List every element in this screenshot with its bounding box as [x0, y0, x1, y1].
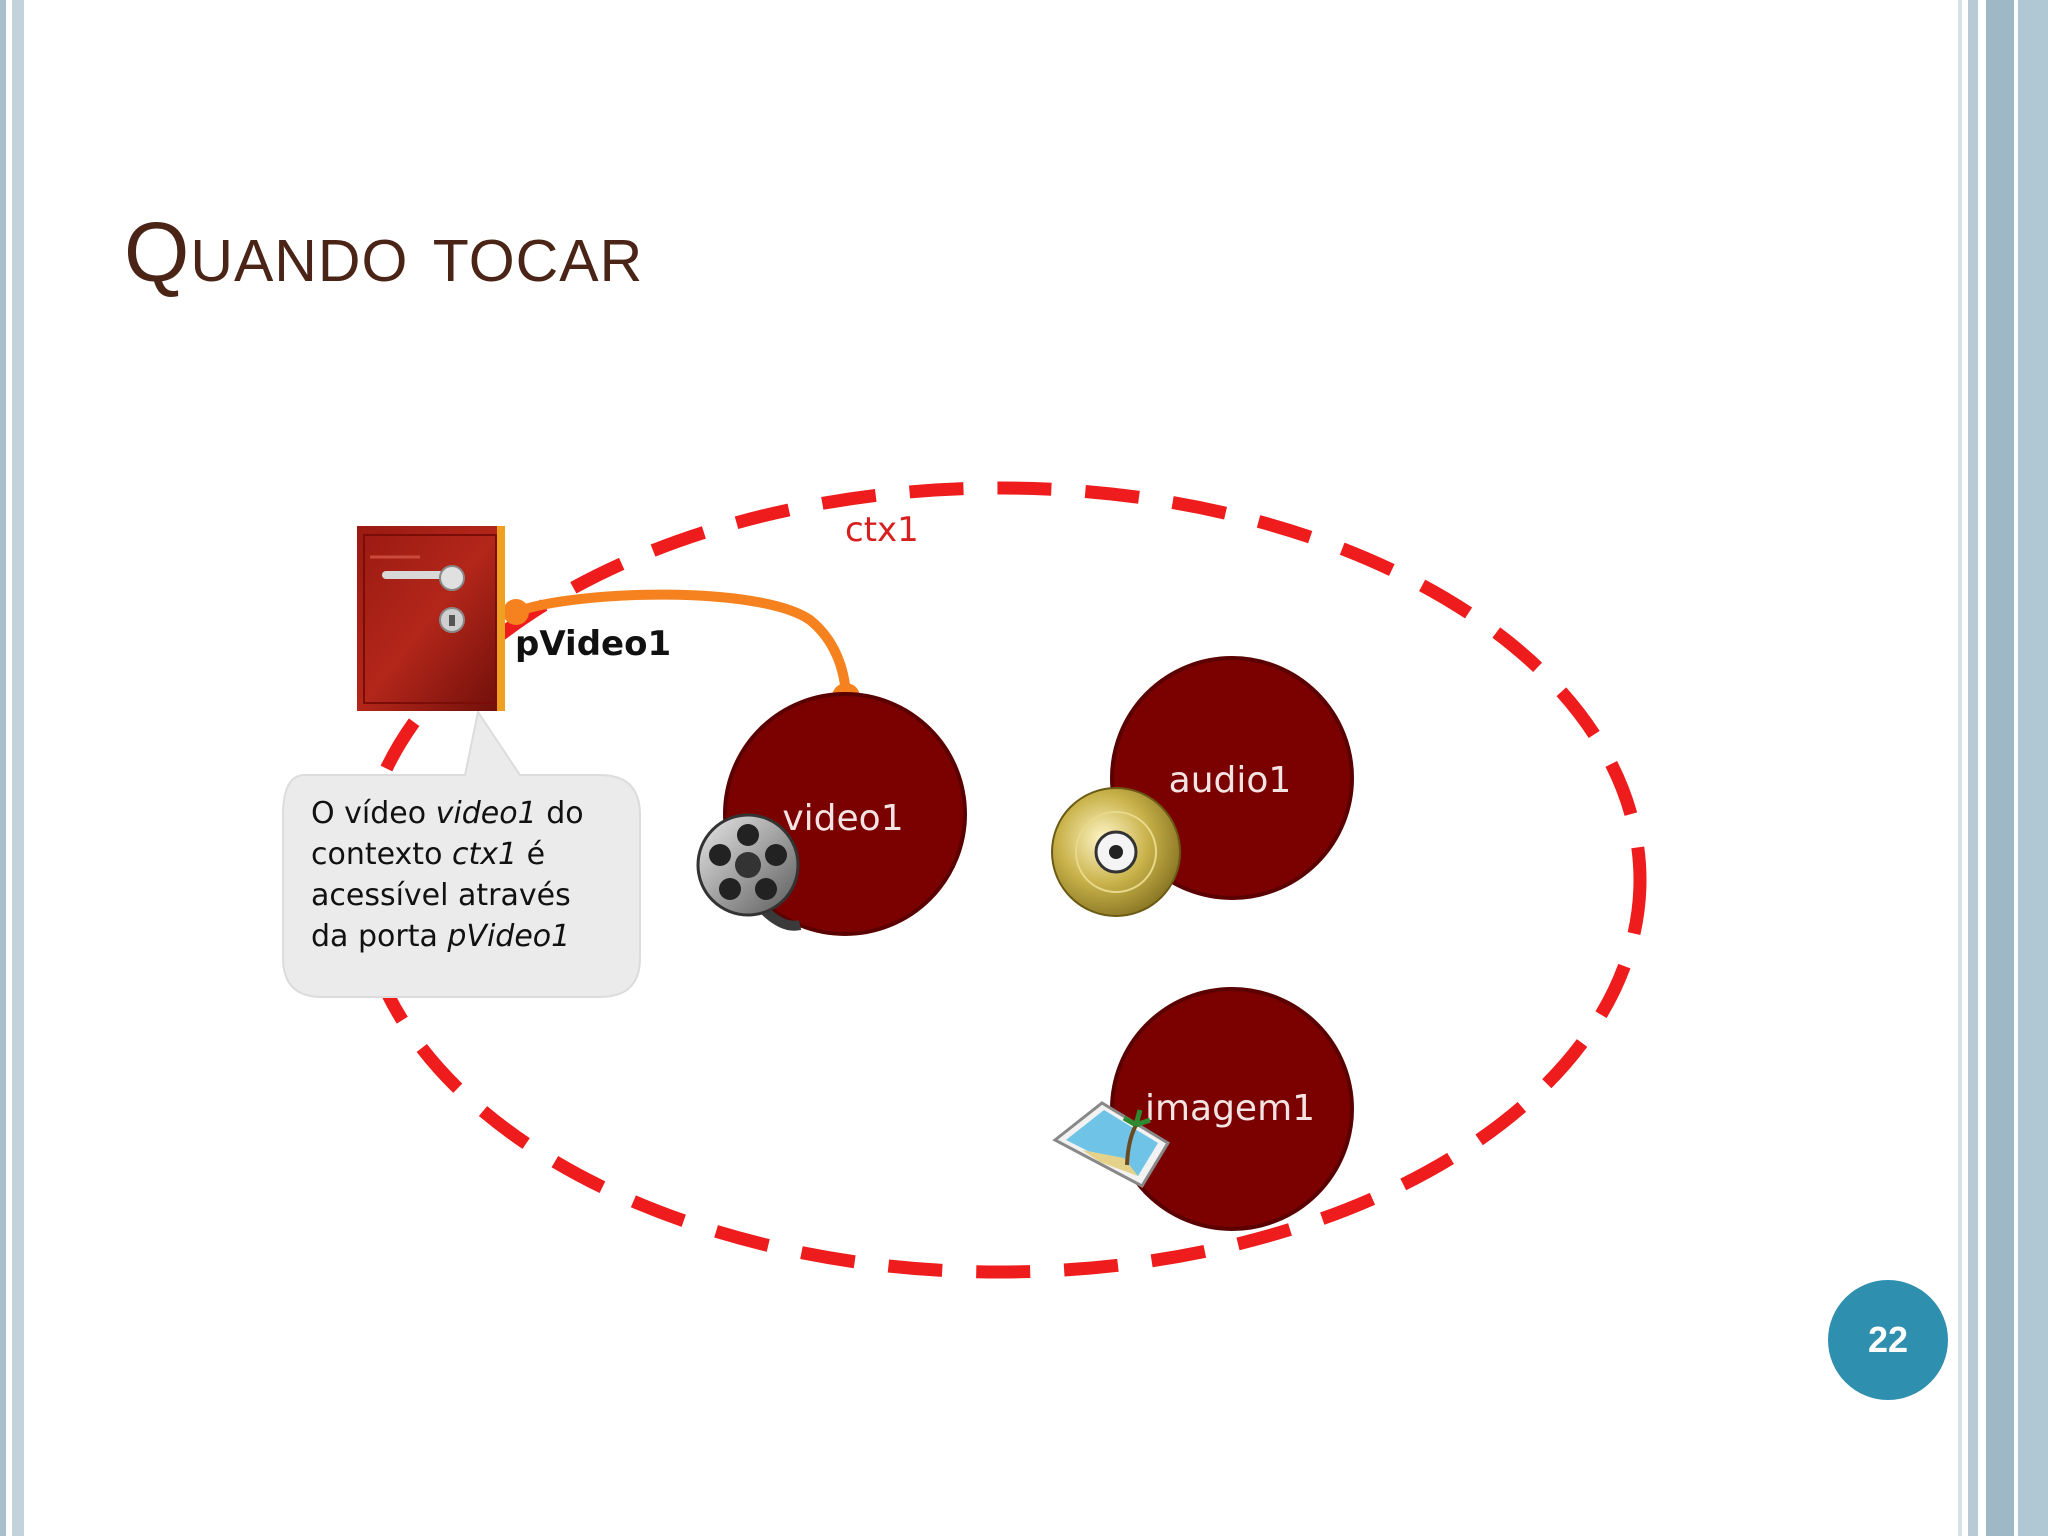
- node-label-imagem1: imagem1: [1145, 1088, 1315, 1129]
- port-link-start-dot: [503, 599, 529, 625]
- port-link: [511, 589, 851, 702]
- film-reel-icon: [696, 813, 802, 931]
- cd-disc-icon: [1051, 787, 1181, 917]
- context-label: ctx1: [845, 510, 919, 550]
- callout-line-4: da porta pVideo1: [311, 919, 570, 954]
- media-node-imagem1[interactable]: imagem1: [1110, 987, 1354, 1231]
- left-border-decoration: [0, 0, 24, 1536]
- callout-bubble: O vídeo video1 do contexto ctx1 é acessí…: [282, 709, 641, 998]
- node-label-video1: video1: [782, 798, 903, 839]
- door-icon[interactable]: [357, 526, 505, 711]
- callout-line-1: O vídeo video1 do: [311, 796, 584, 831]
- context-boundary: [353, 481, 1647, 1279]
- callout-line-2: contexto ctx1 é: [311, 837, 545, 872]
- slide-title: Quando tocar: [124, 205, 644, 299]
- page-number: 22: [1867, 1319, 1909, 1360]
- callout-line-3: acessível através: [311, 878, 571, 913]
- right-border-decoration: [1958, 0, 2048, 1536]
- node-label-audio1: audio1: [1169, 760, 1292, 801]
- port-label: pVideo1: [515, 624, 671, 664]
- page-number-badge: 22: [1828, 1280, 1948, 1400]
- picture-icon: [1052, 1101, 1171, 1188]
